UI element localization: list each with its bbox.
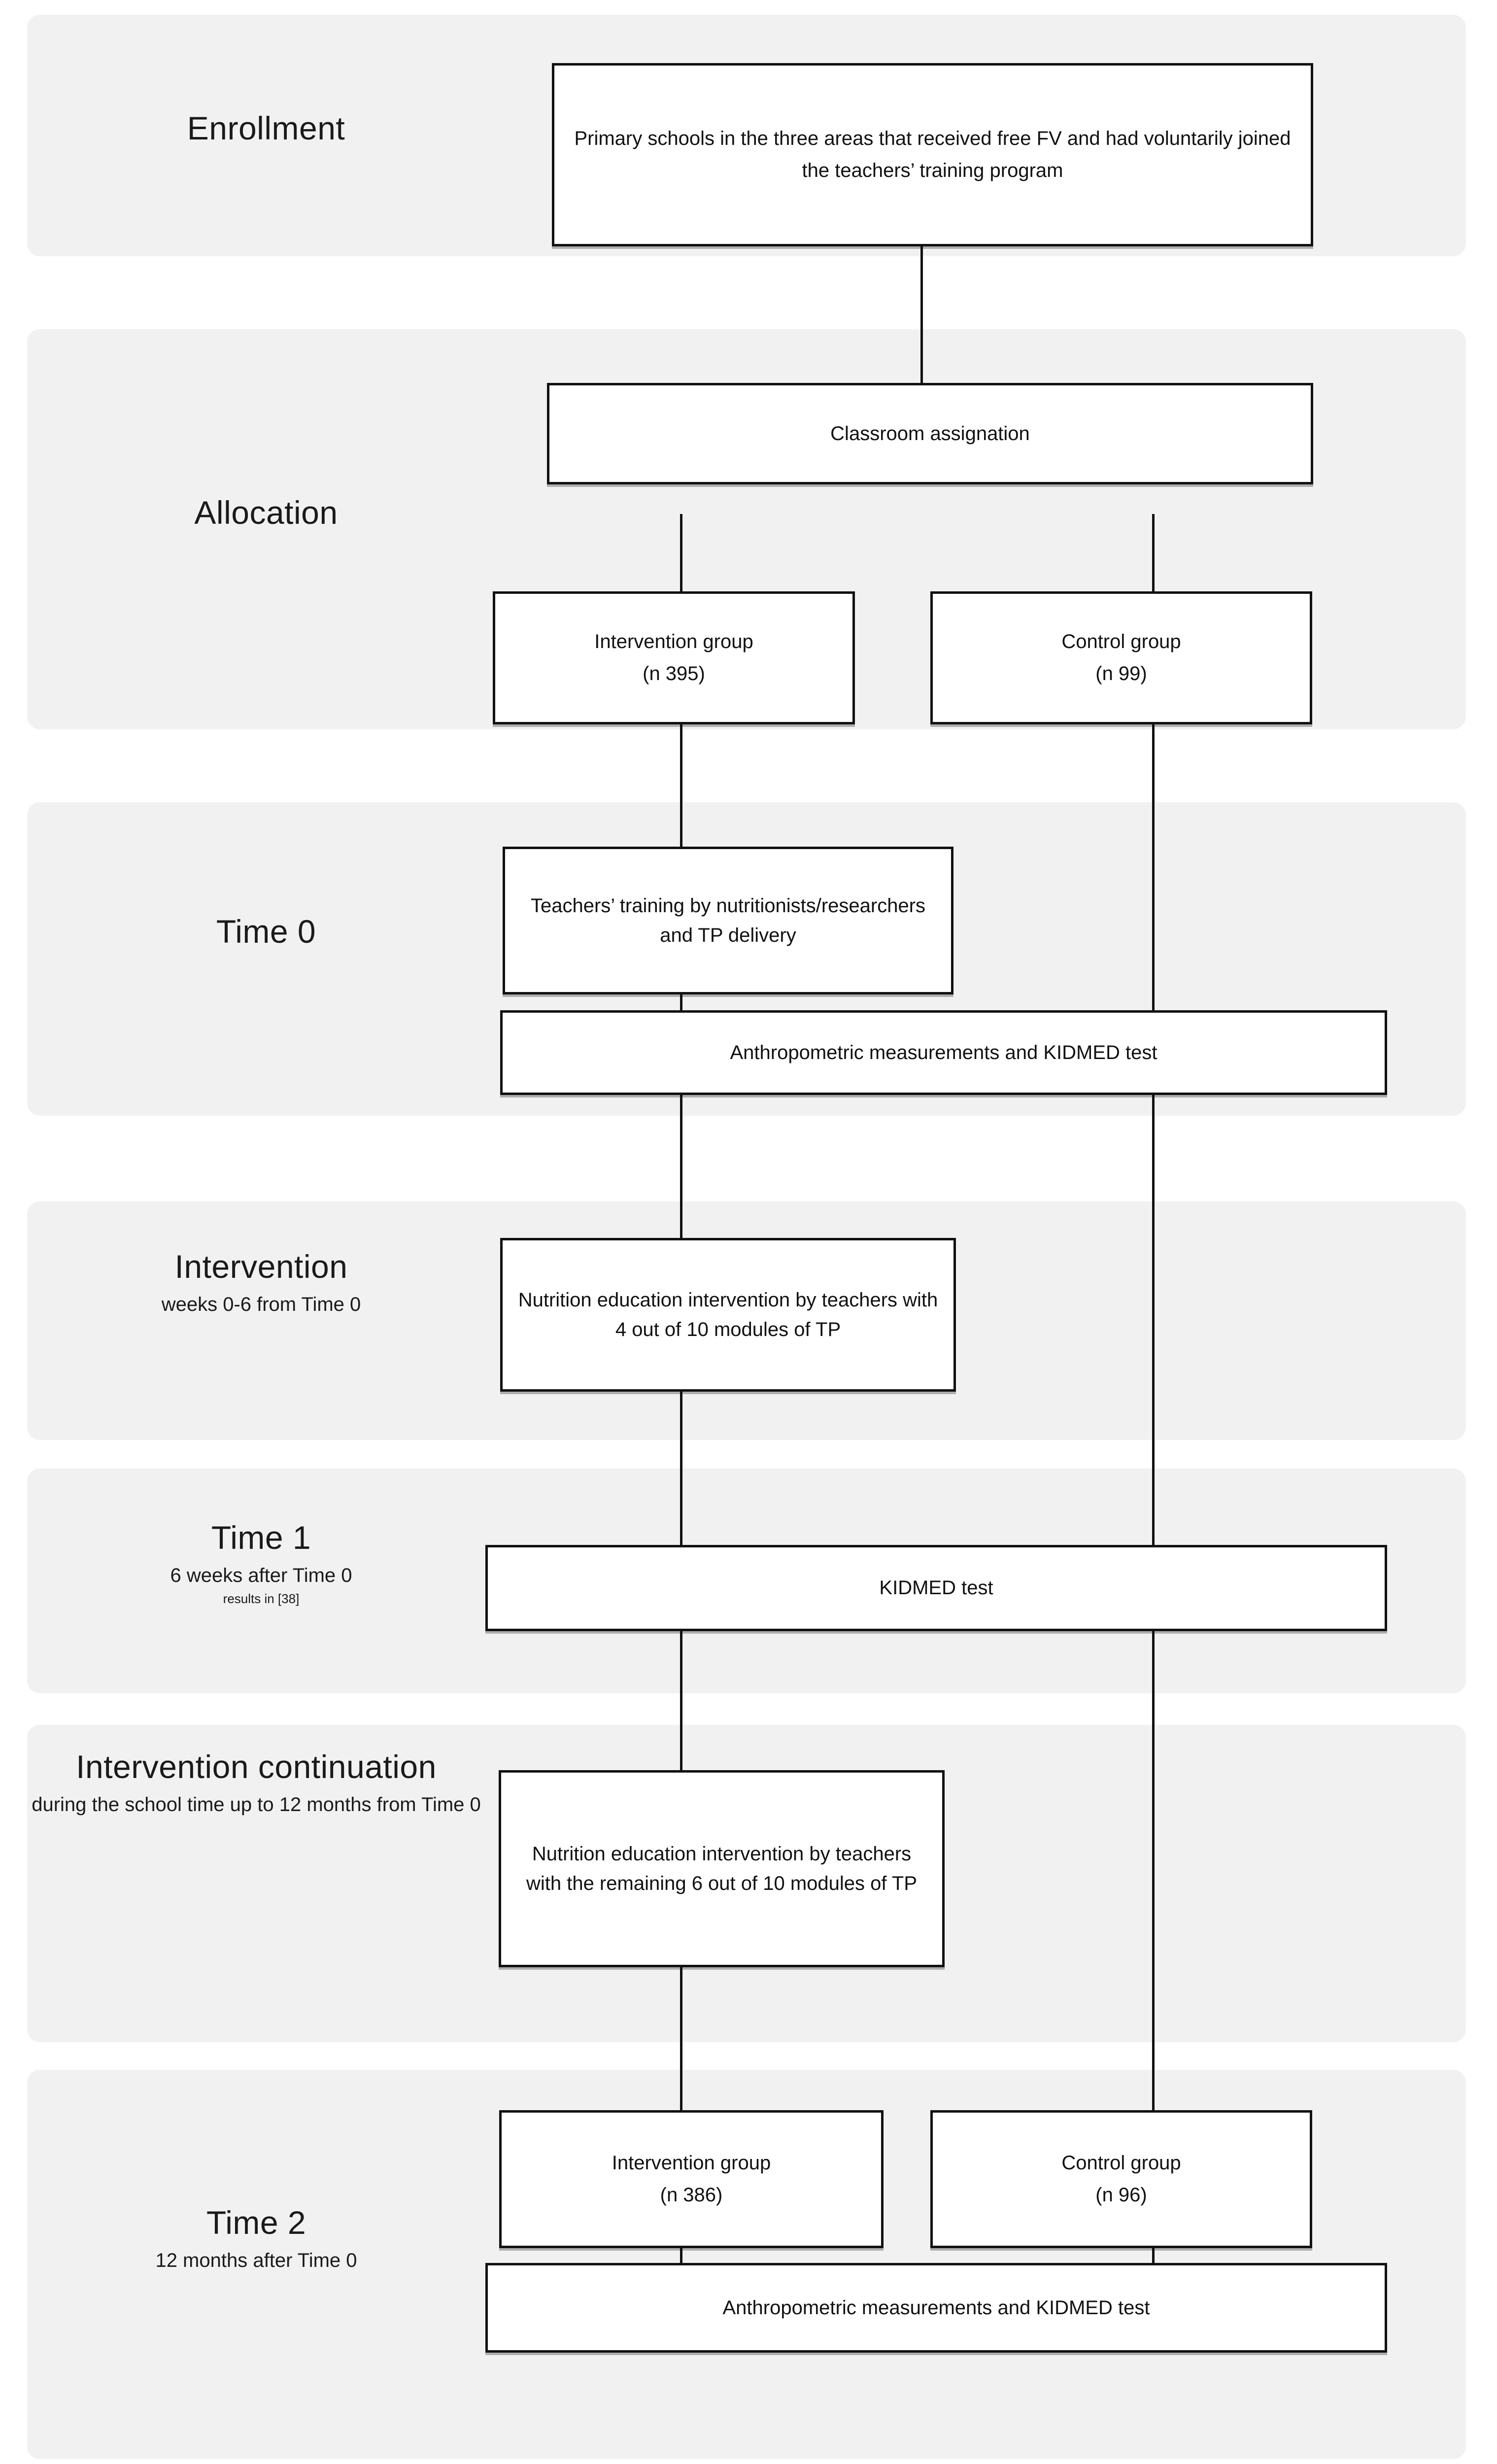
connector-control-spine (1152, 724, 1155, 2263)
stage-label-time0: Time 0 (49, 912, 483, 952)
box-kidmed-time1: KIDMED test (485, 1545, 1387, 1631)
box-anthropometric-time2: Anthropometric measurements and KIDMED t… (485, 2263, 1387, 2353)
box-enrollment-schools-text: Primary schools in the three areas that … (574, 128, 1291, 181)
stage-subtitle-intervention-continuation: during the school time up to 12 months f… (32, 1793, 481, 1815)
stage-note-time1: results in [38] (223, 1591, 300, 1606)
box-intervention-group-time2-count: (n 386) (660, 2184, 723, 2206)
box-nutrition-education-first: Nutrition education intervention by teac… (500, 1238, 956, 1392)
stage-title-intervention-continuation: Intervention continuation (76, 1748, 437, 1785)
stage-title-intervention: Intervention (174, 1248, 348, 1285)
box-teachers-training-text: Teachers’ training by nutritionists/rese… (530, 895, 926, 946)
stage-title-allocation: Allocation (194, 494, 338, 531)
box-anthropometric-time0: Anthropometric measurements and KIDMED t… (500, 1010, 1387, 1095)
stage-label-intervention: Intervention weeks 0-6 from Time 0 (30, 1247, 493, 1317)
stage-title-time1: Time 1 (211, 1519, 311, 1556)
stage-title-time2: Time 2 (206, 2204, 306, 2241)
box-anthropometric-time0-text: Anthropometric measurements and KIDMED t… (730, 1041, 1157, 1063)
stage-label-time1: Time 1 6 weeks after Time 0 results in [… (30, 1518, 493, 1607)
stage-label-time2: Time 2 12 months after Time 0 (20, 2203, 493, 2273)
box-intervention-group-time2: Intervention group (n 386) (499, 2110, 884, 2248)
stage-title-enrollment: Enrollment (187, 110, 345, 146)
box-classroom-assignation-text: Classroom assignation (830, 422, 1030, 445)
box-kidmed-time1-text: KIDMED test (879, 1577, 993, 1599)
box-control-group-time0-label: Control group (1061, 631, 1181, 653)
box-intervention-group-time0-label: Intervention group (594, 631, 753, 653)
box-classroom-assignation: Classroom assignation (547, 383, 1313, 484)
box-teachers-training: Teachers’ training by nutritionists/rese… (503, 847, 953, 994)
box-control-group-time2-label: Control group (1061, 2152, 1181, 2174)
stage-subtitle-intervention: weeks 0-6 from Time 0 (161, 1293, 361, 1315)
box-nutrition-education-first-text: Nutrition education intervention by teac… (518, 1289, 938, 1340)
box-control-group-time2: Control group (n 96) (930, 2110, 1312, 2248)
stage-subtitle-time2: 12 months after Time 0 (155, 2249, 357, 2271)
box-enrollment-schools: Primary schools in the three areas that … (552, 63, 1313, 246)
stage-label-enrollment: Enrollment (49, 108, 483, 148)
stage-title-time0: Time 0 (216, 913, 316, 950)
box-nutrition-education-second: Nutrition education intervention by teac… (499, 1770, 945, 1967)
box-intervention-group-time0: Intervention group (n 395) (493, 591, 855, 724)
box-intervention-group-time2-label: Intervention group (612, 2152, 771, 2174)
stage-label-intervention-continuation: Intervention continuation during the sch… (20, 1747, 493, 1817)
connector-intervention-spine (680, 724, 682, 2263)
box-control-group-time0: Control group (n 99) (930, 591, 1312, 724)
box-control-group-time0-count: (n 99) (1095, 663, 1147, 684)
connector-enrollment-to-classroom (920, 246, 923, 385)
stage-subtitle-time1: 6 weeks after Time 0 (170, 1564, 352, 1586)
stage-label-allocation: Allocation (49, 493, 483, 533)
box-intervention-group-time0-count: (n 395) (643, 663, 705, 684)
box-control-group-time2-count: (n 96) (1095, 2184, 1147, 2206)
connector-classroom-to-intervention-group (680, 514, 682, 592)
connector-classroom-to-control-group (1152, 514, 1155, 592)
box-nutrition-education-second-text: Nutrition education intervention by teac… (526, 1843, 918, 1894)
box-anthropometric-time2-text: Anthropometric measurements and KIDMED t… (722, 2296, 1150, 2319)
